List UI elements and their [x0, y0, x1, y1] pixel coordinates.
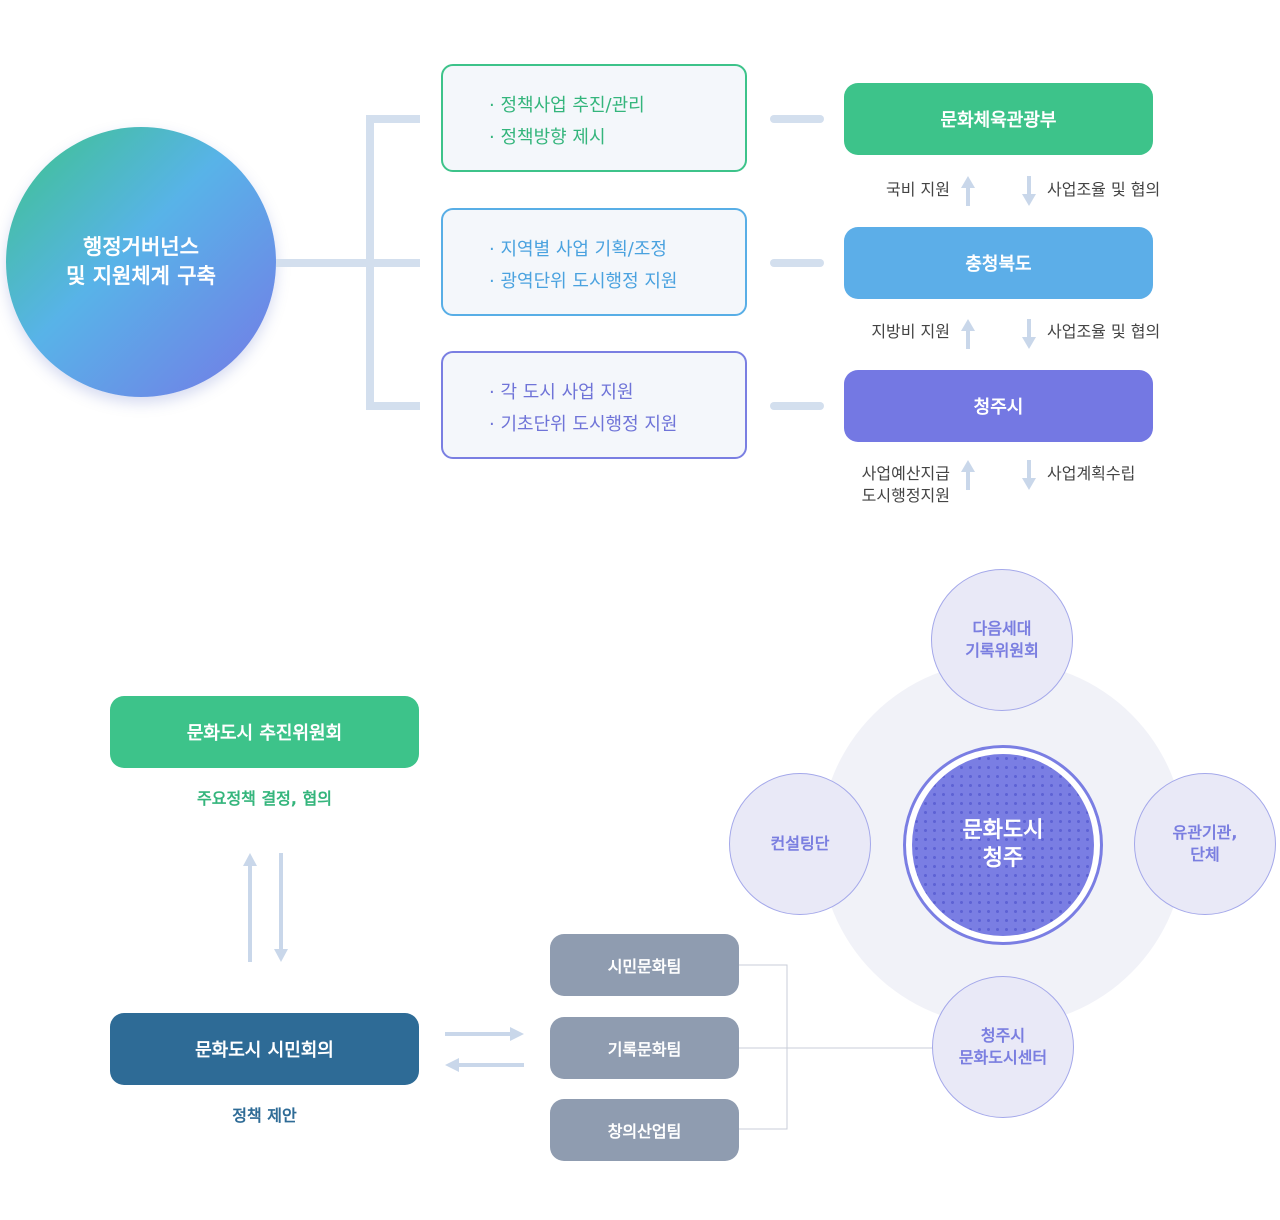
- node-consulting: 컨설팅단: [729, 773, 871, 915]
- arrow-down-icon: [1022, 319, 1036, 349]
- arrow-up-icon: [961, 319, 975, 349]
- role-box-city: · 각 도시 사업 지원 · 기초단위 도시행정 지원: [441, 351, 747, 459]
- center-label: 문화도시: [962, 818, 1044, 843]
- arrow-down-icon: [274, 853, 288, 962]
- center-core: 문화도시 청주: [912, 754, 1094, 936]
- arrow-down-icon: [1022, 460, 1036, 490]
- center-culture-city-cheongju: 문화도시 청주: [903, 745, 1103, 945]
- promotion-committee: 문화도시 추진위원회: [110, 696, 419, 768]
- governance-title-line1: 행정거버넌스: [83, 235, 199, 259]
- role-item: · 정책사업 추진/관리: [489, 95, 645, 116]
- flow-label-up: 사업예산지급 도시행정지원: [862, 463, 950, 507]
- citizen-council: 문화도시 시민회의: [110, 1013, 419, 1085]
- node-label: 유관기관,: [1172, 823, 1238, 842]
- connector-dash: [770, 259, 824, 267]
- flow-label-line: 사업예산지급: [861, 464, 950, 483]
- role-item: · 정책방향 제시: [489, 127, 606, 148]
- committee-role: 주요정책 결정, 협의: [197, 789, 332, 808]
- node-next-generation-committee: 다음세대 기록위원회: [931, 569, 1073, 711]
- arrow-up-icon: [961, 176, 975, 206]
- connector-dash: [770, 115, 824, 123]
- council-label: 문화도시 시민회의: [195, 1040, 334, 1061]
- team-label: 창의산업팀: [607, 1122, 682, 1141]
- org-label: 문화체육관광부: [940, 110, 1057, 131]
- team-record-culture: 기록문화팀: [550, 1017, 739, 1079]
- arrow-right-icon: [445, 1027, 524, 1041]
- role-item: · 광역단위 도시행정 지원: [489, 271, 678, 292]
- flow-arrows: [961, 176, 1036, 490]
- node-label: 기록위원회: [965, 641, 1039, 660]
- role-item: · 각 도시 사업 지원: [489, 382, 634, 403]
- node-label: 컨설팅단: [770, 834, 830, 853]
- flow-label-down: 사업조율 및 협의: [1047, 322, 1161, 341]
- team-label: 기록문화팀: [607, 1040, 682, 1059]
- org-ministry: 문화체육관광부: [844, 83, 1153, 155]
- role-box-province: · 지역별 사업 기획/조정 · 광역단위 도시행정 지원: [441, 208, 747, 316]
- team-citizen-culture: 시민문화팀: [550, 934, 739, 996]
- committee-label: 문화도시 추진위원회: [186, 723, 343, 744]
- team-creative-industry: 창의산업팀: [550, 1099, 739, 1161]
- node-label: 청주시: [980, 1026, 1026, 1045]
- arrow-up-icon: [243, 853, 257, 962]
- governance-circle: 행정거버넌스 및 지원체계 구축: [6, 127, 276, 397]
- governance-title-line2: 및 지원체계 구축: [66, 264, 216, 288]
- org-province: 충청북도: [844, 227, 1153, 299]
- node-label: 다음세대: [972, 619, 1032, 638]
- org-city: 청주시: [844, 370, 1153, 442]
- connector-dash: [770, 402, 824, 410]
- arrow-up-icon: [961, 460, 975, 490]
- flow-label-up: 지방비 지원: [871, 322, 950, 341]
- role-item: · 기초단위 도시행정 지원: [489, 414, 678, 435]
- arrow-left-icon: [445, 1058, 524, 1072]
- org-label: 충청북도: [965, 254, 1032, 275]
- team-label: 시민문화팀: [607, 957, 682, 976]
- center-label: 청주: [982, 846, 1024, 871]
- role-item: · 지역별 사업 기획/조정: [489, 239, 667, 260]
- node-label: 문화도시센터: [958, 1048, 1048, 1067]
- node-label: 단체: [1190, 845, 1220, 864]
- org-label: 청주시: [973, 397, 1024, 418]
- flow-label-line: 도시행정지원: [861, 486, 950, 505]
- flow-label-up: 국비 지원: [886, 180, 950, 199]
- node-culture-city-center: 청주시 문화도시센터: [932, 976, 1074, 1118]
- exchange-arrows: [243, 853, 524, 1072]
- flow-label-down: 사업계획수립: [1047, 464, 1136, 483]
- arrow-down-icon: [1022, 176, 1036, 206]
- flow-label-down: 사업조율 및 협의: [1047, 180, 1161, 199]
- council-role: 정책 제안: [232, 1106, 297, 1125]
- node-related-organizations: 유관기관, 단체: [1134, 773, 1276, 915]
- role-box-ministry: · 정책사업 추진/관리 · 정책방향 제시: [441, 64, 747, 172]
